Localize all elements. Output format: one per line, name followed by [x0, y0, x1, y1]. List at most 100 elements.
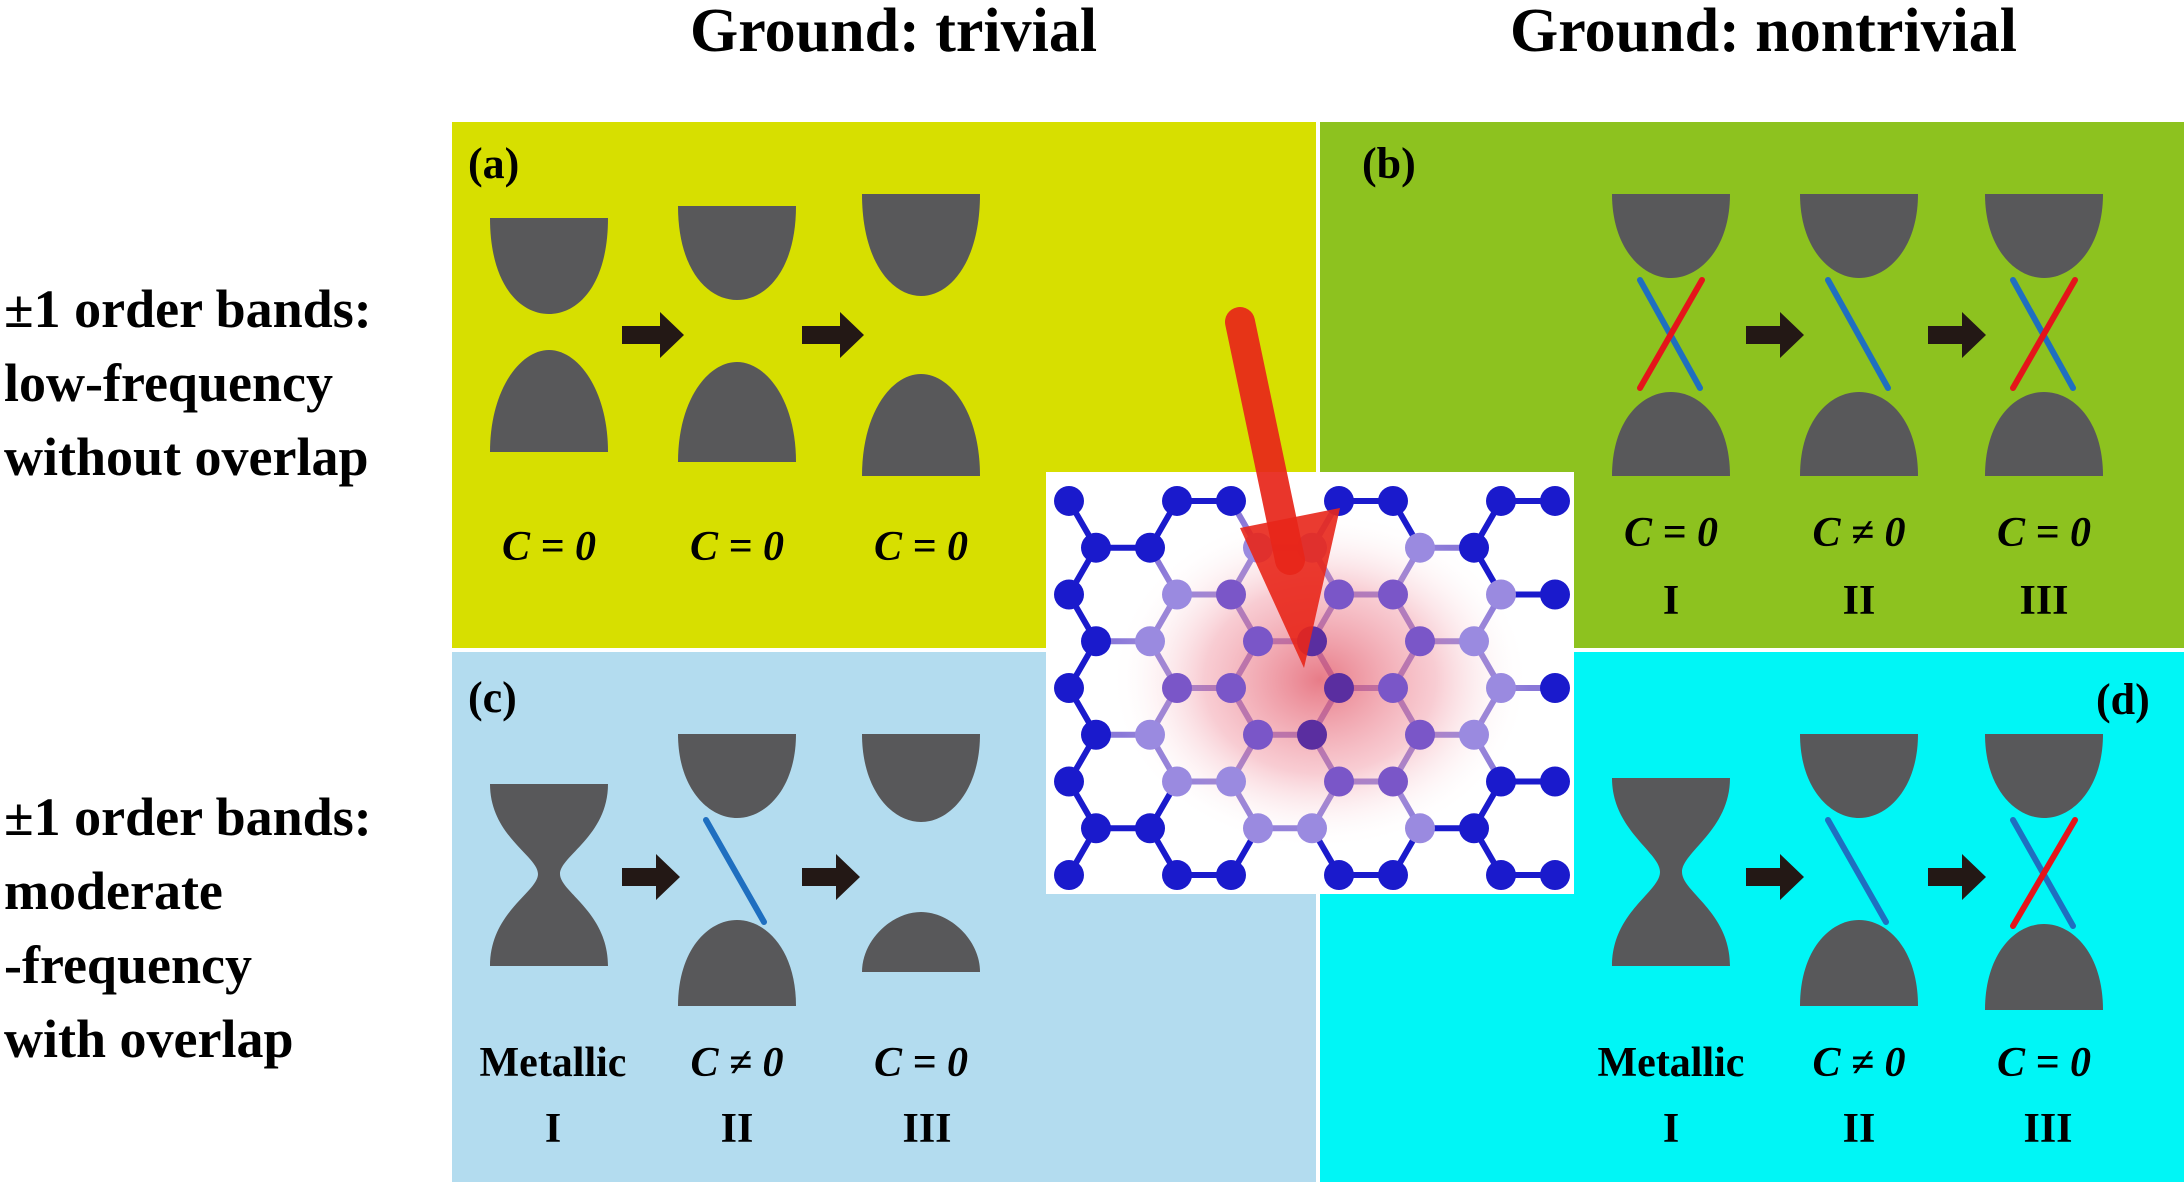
row-label-top-line-3: without overlap	[4, 427, 369, 487]
edge-state-blue	[1825, 817, 1889, 925]
row-label-top: ±1 order bands: low-frequency without ov…	[4, 272, 372, 494]
arrow-right-icon	[802, 312, 864, 358]
lattice-atom	[1378, 485, 1408, 516]
panel-d-caption-3: C = 0	[1997, 1040, 2091, 1086]
edge-state-blue	[703, 817, 767, 925]
lattice-atom	[1486, 860, 1516, 891]
lattice-atom	[1216, 485, 1246, 516]
lattice-atom	[1243, 719, 1273, 750]
band-upper	[862, 734, 980, 822]
band-lower	[862, 912, 980, 972]
panel-c-label: (c)	[468, 673, 517, 722]
panel-b-bands	[1612, 194, 2103, 476]
band-upper	[678, 206, 796, 300]
panel-d-bands	[1612, 734, 2103, 1010]
laser-glow	[1110, 510, 1530, 850]
lattice-atom	[1162, 485, 1192, 516]
lattice-atom	[1486, 673, 1516, 703]
band-upper	[1612, 194, 1730, 278]
lattice-atom	[1054, 766, 1084, 797]
lattice-atom	[1135, 813, 1165, 844]
lattice-atom	[1162, 673, 1192, 703]
lattice-atom	[1324, 579, 1354, 610]
panel-d-edge-states	[1825, 817, 2078, 929]
panel-a-caption-3: C = 0	[874, 524, 968, 570]
panel-b-caption-1: C = 0	[1624, 510, 1718, 556]
arrow-right-icon	[622, 312, 684, 358]
panel-b-caption-3: C = 0	[1997, 510, 2091, 556]
lattice-atom	[1540, 860, 1570, 891]
panel-b-phase-2: II	[1843, 578, 1876, 624]
lattice-atom	[1540, 485, 1570, 516]
panel-a-label: (a)	[468, 139, 519, 188]
lattice-atom	[1297, 719, 1327, 750]
row-label-bottom-line-4: with overlap	[4, 1009, 294, 1069]
row-label-bottom: ±1 order bands: moderate -frequency with…	[4, 780, 372, 1076]
lattice-atom	[1540, 766, 1570, 797]
lattice-atom	[1486, 766, 1516, 797]
laser-arrow-head	[1240, 508, 1340, 668]
panel-d-caption-1: Metallic	[1598, 1040, 1745, 1086]
lattice-atom	[1162, 860, 1192, 891]
column-title-nontrivial: Ground: nontrivial	[1510, 0, 2018, 65]
lattice-atom	[1135, 626, 1165, 657]
row-label-bottom-line-1: ±1 order bands:	[4, 787, 372, 847]
lattice-atom	[1459, 626, 1489, 657]
row-label-top-line-1: ±1 order bands:	[4, 279, 372, 339]
lattice-atom	[1324, 673, 1354, 703]
arrow-right-icon	[1746, 312, 1804, 358]
panel-c-edge-states	[703, 817, 767, 925]
lattice-atom	[1135, 532, 1165, 563]
panel-a-arrows	[622, 312, 864, 358]
lattice-atom	[1243, 813, 1273, 844]
row-label-bottom-line-3: -frequency	[4, 935, 252, 995]
band-lower	[678, 362, 796, 462]
lattice-atom	[1378, 766, 1408, 797]
lattice-atom	[1054, 579, 1084, 610]
panel-d-phase-2: II	[1843, 1106, 1876, 1152]
lattice-atom	[1054, 860, 1084, 891]
lattice-atom	[1540, 579, 1570, 610]
edge-state-red	[2010, 277, 2078, 391]
lattice-atom	[1297, 813, 1327, 844]
lattice-atom	[1405, 719, 1435, 750]
lattice-atom	[1243, 626, 1273, 657]
lattice-atom	[1162, 766, 1192, 797]
band-upper	[862, 194, 980, 296]
band-upper	[678, 734, 796, 818]
lattice-atom	[1162, 579, 1192, 610]
panel-c-phase-1: I	[545, 1106, 561, 1152]
lattice-atom	[1378, 579, 1408, 610]
lattice-atom	[1405, 532, 1435, 563]
lattice-atom	[1081, 532, 1111, 563]
panel-d-label: (d)	[2096, 675, 2150, 724]
lattice-atom	[1081, 813, 1111, 844]
panel-d-phase-1: I	[1663, 1106, 1679, 1152]
lattice-atom	[1216, 766, 1246, 797]
band-metallic-overlap	[1612, 778, 1730, 966]
band-lower	[1800, 392, 1918, 476]
panel-c-caption-3: C = 0	[874, 1040, 968, 1086]
band-upper	[1800, 194, 1918, 278]
lattice-atom	[1378, 673, 1408, 703]
lattice-atom	[1216, 860, 1246, 891]
panel-b-caption-2: C ≠ 0	[1812, 510, 1905, 556]
panel-c-caption-2: C ≠ 0	[690, 1040, 783, 1086]
band-lower	[862, 374, 980, 476]
edge-state-red	[1637, 277, 1705, 391]
lattice-atom	[1054, 673, 1084, 703]
panel-b-phase-1: I	[1663, 578, 1679, 624]
row-label-bottom-line-2: moderate	[4, 861, 223, 921]
edge-state-red	[2010, 817, 2078, 929]
panel-c-bands	[490, 734, 980, 1006]
panel-c-arrows	[622, 854, 860, 900]
edge-state-blue	[1825, 277, 1891, 391]
panel-c-phase-2: II	[721, 1106, 754, 1152]
lattice-atom	[1081, 719, 1111, 750]
panel-b-phase-3: III	[2019, 578, 2068, 624]
lattice-inset	[1046, 307, 1574, 894]
arrow-right-icon	[1928, 854, 1986, 900]
band-lower	[1985, 924, 2103, 1010]
lattice-atom	[1324, 860, 1354, 891]
lattice-atom	[1405, 626, 1435, 657]
